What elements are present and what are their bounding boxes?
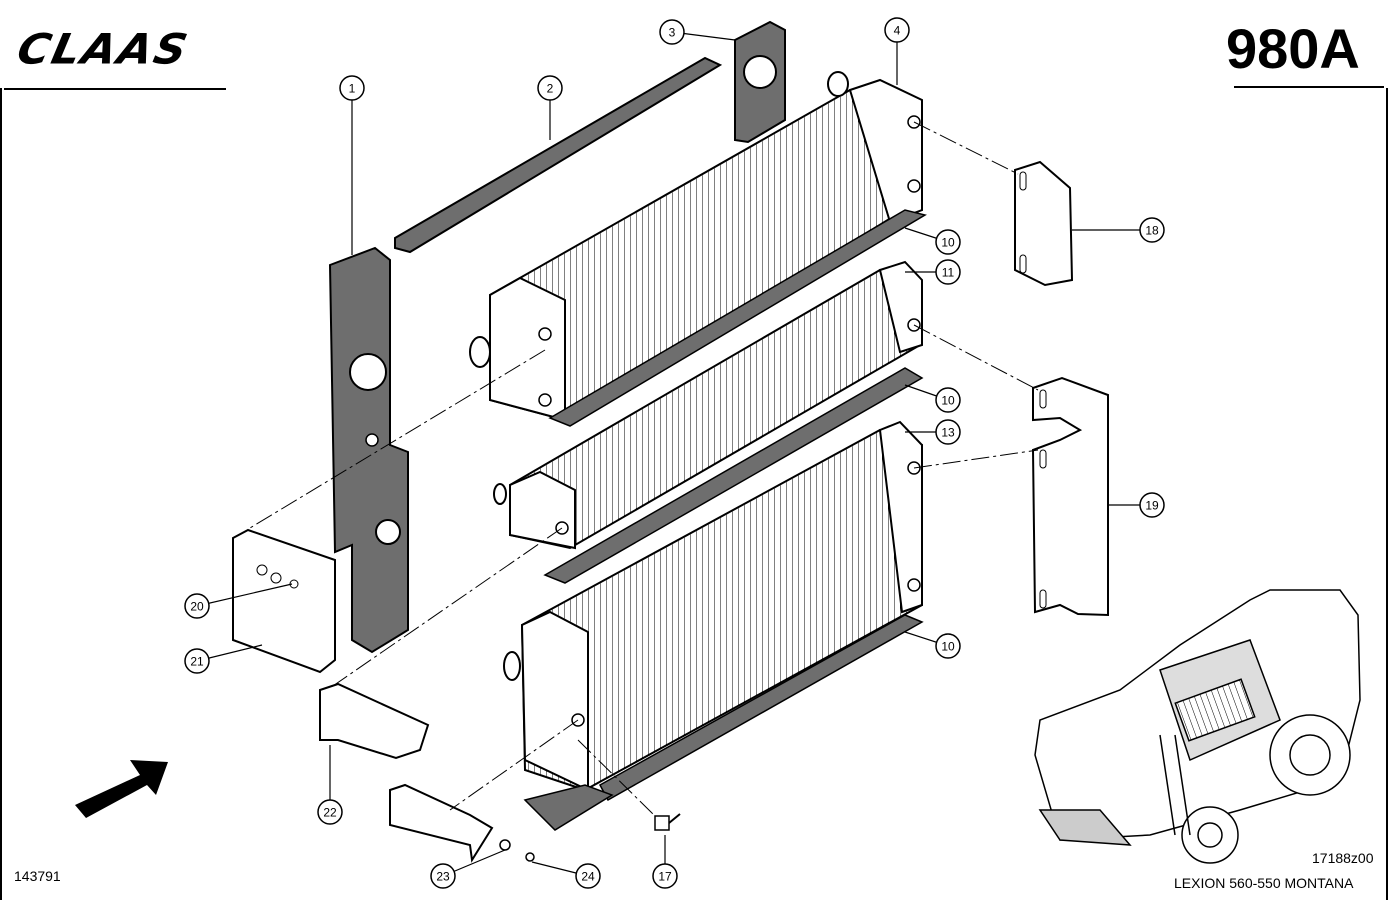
bracket-22	[319, 682, 430, 760]
callout-balloon	[1139, 492, 1165, 518]
bracket-18	[1014, 160, 1074, 287]
callout-number: 10	[941, 394, 955, 408]
frame-right	[1386, 88, 1388, 900]
bracket-23	[389, 783, 535, 863]
callout-balloon	[659, 19, 685, 45]
assembly-lines	[249, 121, 1039, 817]
callout-number: 24	[581, 870, 595, 884]
callout-number: 23	[436, 870, 450, 884]
callout-balloon	[884, 17, 910, 43]
frame-left	[0, 88, 2, 900]
seal-bar	[394, 56, 723, 254]
callout-balloon	[652, 863, 678, 889]
header-rule-left	[4, 88, 226, 90]
combine-harvester-thumbnail	[1034, 589, 1361, 864]
callout-1: 1	[339, 75, 365, 255]
callout-balloon	[575, 863, 601, 889]
callout-18: 18	[1072, 217, 1165, 243]
callout-leader	[196, 583, 293, 607]
callout-number: 21	[190, 655, 204, 669]
callout-number: 3	[669, 26, 676, 40]
callout-balloon	[430, 863, 456, 889]
callout-3: 3	[659, 19, 736, 45]
callout-number: 1	[349, 82, 356, 96]
callout-number: 10	[941, 640, 955, 654]
callout-balloon	[339, 75, 365, 101]
bracket-19	[1031, 376, 1109, 617]
callout-10: 10	[904, 227, 961, 255]
callout-23: 23	[430, 849, 506, 889]
model-name: LEXION 560-550 MONTANA	[1174, 875, 1354, 891]
callout-13: 13	[905, 419, 961, 445]
callout-balloon	[935, 387, 961, 413]
callout-2: 2	[537, 75, 563, 140]
callout-number: 22	[323, 806, 337, 820]
callout-number: 18	[1145, 224, 1159, 238]
header-rule-right	[1234, 86, 1384, 88]
callout-balloon	[935, 633, 961, 659]
bracket-21	[232, 528, 336, 674]
callout-21: 21	[184, 644, 263, 674]
gasket-strip-tall	[328, 246, 409, 654]
callout-11: 11	[905, 259, 961, 285]
callout-22: 22	[317, 745, 343, 825]
callout-balloon	[1139, 217, 1165, 243]
callout-17: 17	[652, 835, 678, 889]
arrow-icon	[75, 760, 168, 818]
callout-balloon	[935, 259, 961, 285]
radiator-grille-thumb	[1174, 678, 1256, 742]
drain-valve	[654, 813, 681, 831]
callout-number: 13	[941, 426, 955, 440]
callout-19: 19	[1108, 492, 1165, 518]
callout-10: 10	[904, 384, 961, 413]
page-code: 980A	[1226, 17, 1360, 80]
sheet-number: 143791	[14, 868, 61, 884]
callout-number: 2	[547, 82, 554, 96]
callout-number: 10	[941, 236, 955, 250]
callout-balloon	[935, 229, 961, 255]
cooler-bottom	[503, 420, 924, 831]
drawing-ref: 17188z00	[1312, 850, 1374, 866]
callout-number: 11	[942, 266, 955, 280]
callout-4: 4	[884, 17, 910, 85]
callout-balloon	[184, 648, 210, 674]
callout-24: 24	[531, 861, 601, 889]
callout-number: 17	[658, 870, 672, 884]
callout-balloon	[537, 75, 563, 101]
cooler-middle	[493, 260, 924, 584]
callout-number: 4	[894, 24, 901, 38]
callout-number: 20	[190, 600, 204, 614]
callout-number: 19	[1145, 499, 1159, 513]
callout-balloon	[317, 799, 343, 825]
callout-balloon	[935, 419, 961, 445]
gasket-plate-top	[734, 20, 786, 144]
callout-10: 10	[904, 631, 961, 659]
callout-balloon	[184, 593, 210, 619]
cooler-top	[469, 71, 927, 427]
callout-20: 20	[184, 583, 293, 619]
